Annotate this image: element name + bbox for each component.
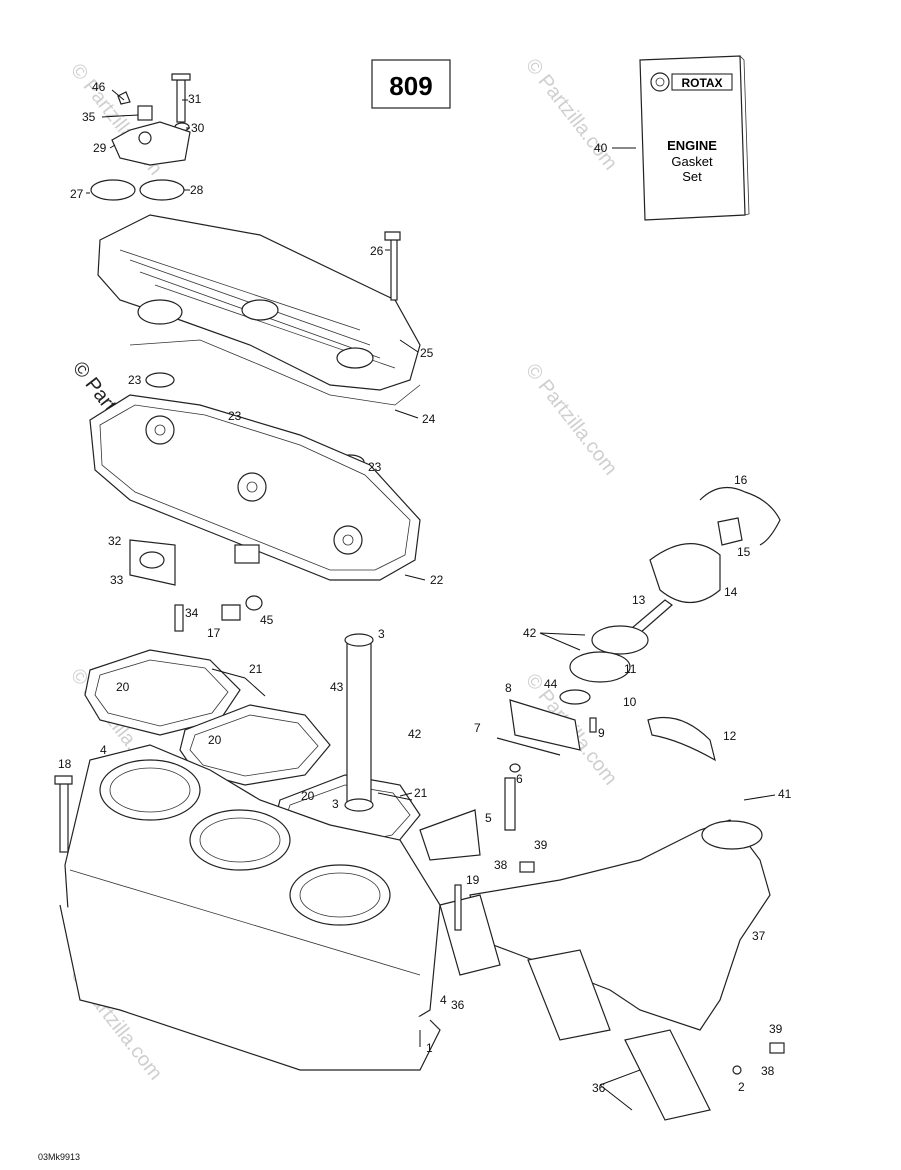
callout-23: 23 <box>228 409 242 423</box>
callout-14: 14 <box>724 585 738 599</box>
callout-4: 4 <box>440 993 447 1007</box>
callout-25: 25 <box>420 346 434 360</box>
callout-23: 23 <box>128 373 142 387</box>
callout-2: 2 <box>738 1080 745 1094</box>
callout-13: 13 <box>632 593 646 607</box>
callout-24: 24 <box>422 412 436 426</box>
callout-41: 41 <box>778 787 792 801</box>
callout-28: 28 <box>190 183 204 197</box>
diagram-number: 809 <box>389 71 432 101</box>
callout-44: 44 <box>544 677 558 691</box>
gasket-box-line3: Set <box>682 169 702 184</box>
callout-21: 21 <box>414 786 428 800</box>
callout-45: 45 <box>260 613 274 627</box>
callout-9: 9 <box>598 726 605 740</box>
cylinder-head <box>89 394 426 632</box>
callout-35: 35 <box>82 110 96 124</box>
cylinder-block <box>54 744 441 1071</box>
callout-labels: 46 31 35 30 29 27 28 26 25 23 23 23 24 3… <box>58 80 792 1095</box>
callout-17: 17 <box>207 626 221 640</box>
exhaust-manifold <box>439 819 785 1121</box>
callout-26: 26 <box>370 244 384 258</box>
callout-34: 34 <box>185 606 199 620</box>
callout-11: 11 <box>624 662 637 676</box>
callout-31: 31 <box>188 92 202 106</box>
callout-12: 12 <box>723 729 737 743</box>
callout-8: 8 <box>505 681 512 695</box>
callout-42: 42 <box>408 727 422 741</box>
callout-3: 3 <box>332 797 339 811</box>
callout-21: 21 <box>249 662 263 676</box>
callout-20: 20 <box>208 733 222 747</box>
gasket-box-brand: ROTAX <box>681 76 722 90</box>
cylinder-head-cover <box>97 214 421 406</box>
watermark: © Partzilla.com <box>521 360 621 480</box>
callout-15: 15 <box>737 545 751 559</box>
callout-37: 37 <box>752 929 766 943</box>
callout-10: 10 <box>623 695 637 709</box>
callout-1: 1 <box>426 1041 433 1055</box>
callout-20: 20 <box>301 789 315 803</box>
callout-5: 5 <box>485 811 492 825</box>
leader-lines <box>211 632 776 1111</box>
callout-40: 40 <box>594 141 608 155</box>
callout-38: 38 <box>494 858 508 872</box>
callout-36: 36 <box>451 998 465 1012</box>
footer-code: 03Mk9913 <box>38 1152 80 1162</box>
callout-30: 30 <box>191 121 205 135</box>
callout-42: 42 <box>523 626 537 640</box>
callout-7: 7 <box>474 721 481 735</box>
callout-29: 29 <box>93 141 107 155</box>
callout-46: 46 <box>92 80 106 94</box>
water-pipe <box>344 633 374 812</box>
callout-33: 33 <box>110 573 124 587</box>
gasket-set-box: ROTAX ENGINE Gasket Set <box>612 55 750 221</box>
callout-3: 3 <box>378 627 385 641</box>
diagram-number-box: 809 <box>371 59 451 109</box>
callout-43: 43 <box>330 680 344 694</box>
callout-22: 22 <box>430 573 444 587</box>
callout-23: 23 <box>368 460 382 474</box>
callout-6: 6 <box>516 772 523 786</box>
thermostat-housing-group <box>86 73 191 201</box>
watermark: © Partzilla.com <box>521 55 621 175</box>
callout-16: 16 <box>734 473 748 487</box>
callout-27: 27 <box>70 187 84 201</box>
callout-4: 4 <box>100 743 107 757</box>
callout-39: 39 <box>769 1022 783 1036</box>
rave-valve-group <box>419 486 781 861</box>
callout-38: 38 <box>761 1064 775 1078</box>
callout-32: 32 <box>108 534 122 548</box>
gasket-box-line1: ENGINE <box>667 138 717 153</box>
callout-39: 39 <box>534 838 548 852</box>
callout-19: 19 <box>466 873 480 887</box>
gasket-box-line2: Gasket <box>671 154 713 169</box>
callout-18: 18 <box>58 757 72 771</box>
callout-20: 20 <box>116 680 130 694</box>
